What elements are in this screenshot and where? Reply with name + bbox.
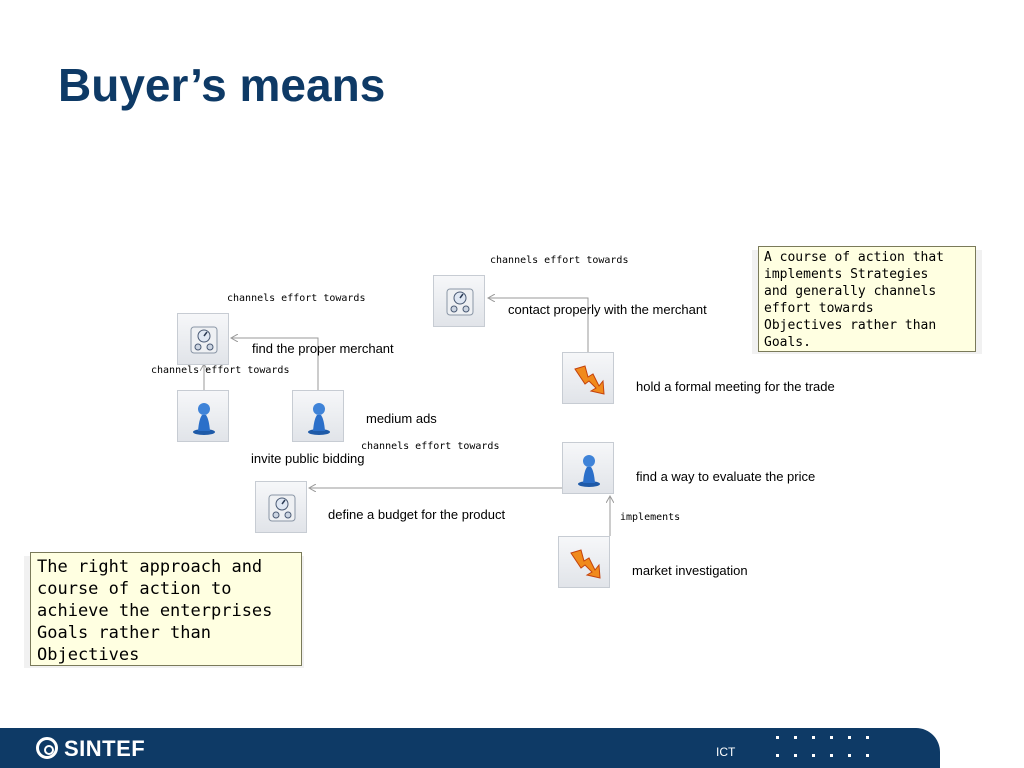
link-meeting-to-contact xyxy=(488,298,589,352)
node-label-public-bidding: invite public bidding xyxy=(251,451,365,466)
node-label-find-merchant: find the proper merchant xyxy=(252,341,394,356)
gauge-icon xyxy=(268,494,296,522)
node-market-investigation[interactable] xyxy=(558,536,610,588)
lightning-arrow-icon xyxy=(574,365,605,395)
node-label-formal-meeting: hold a formal meeting for the trade xyxy=(636,379,835,394)
node-medium-ads[interactable] xyxy=(292,390,344,442)
node-label-medium-ads: medium ads xyxy=(366,411,437,426)
relation-label: implements xyxy=(620,512,681,523)
node-label-evaluate-price: find a way to evaluate the price xyxy=(636,469,816,484)
lightning-arrow-icon xyxy=(570,549,601,579)
tooltip-course-of-action: The right approach and course of action … xyxy=(30,552,302,666)
pawn-icon xyxy=(578,455,600,487)
node-evaluate-price[interactable] xyxy=(562,442,614,494)
link-ads-to-find xyxy=(231,338,319,390)
node-label-market-investigation: market investigation xyxy=(632,563,748,578)
node-find-merchant[interactable] xyxy=(177,313,229,365)
sintef-logo: SINTEF xyxy=(36,736,145,762)
node-contact-merchant[interactable] xyxy=(433,275,485,327)
brand-name: SINTEF xyxy=(64,736,146,761)
dot-pattern xyxy=(776,734,886,762)
tooltip-strategy: A course of action that implements Strat… xyxy=(758,246,976,352)
relation-label: channels effort towards xyxy=(151,365,290,376)
relation-label: channels effort towards xyxy=(227,293,366,304)
node-public-bidding[interactable] xyxy=(177,390,229,442)
slide-title: Buyer’s means xyxy=(58,59,386,111)
node-label-define-budget: define a budget for the product xyxy=(328,507,506,522)
pawn-icon xyxy=(308,403,330,435)
gauge-icon xyxy=(446,288,474,316)
relation-label: channels effort towards xyxy=(490,255,629,266)
unit-label: ICT xyxy=(716,745,736,759)
sintef-logo-icon xyxy=(36,737,58,759)
node-label-contact-merchant: contact properly with the merchant xyxy=(508,302,707,317)
pawn-icon xyxy=(193,403,215,435)
footer: SINTEF ICT xyxy=(0,728,1024,768)
node-formal-meeting[interactable] xyxy=(562,352,614,404)
relation-label: channels effort towards xyxy=(361,441,500,452)
footer-bar xyxy=(0,728,940,768)
node-define-budget[interactable] xyxy=(255,481,307,533)
gauge-icon xyxy=(190,326,218,354)
